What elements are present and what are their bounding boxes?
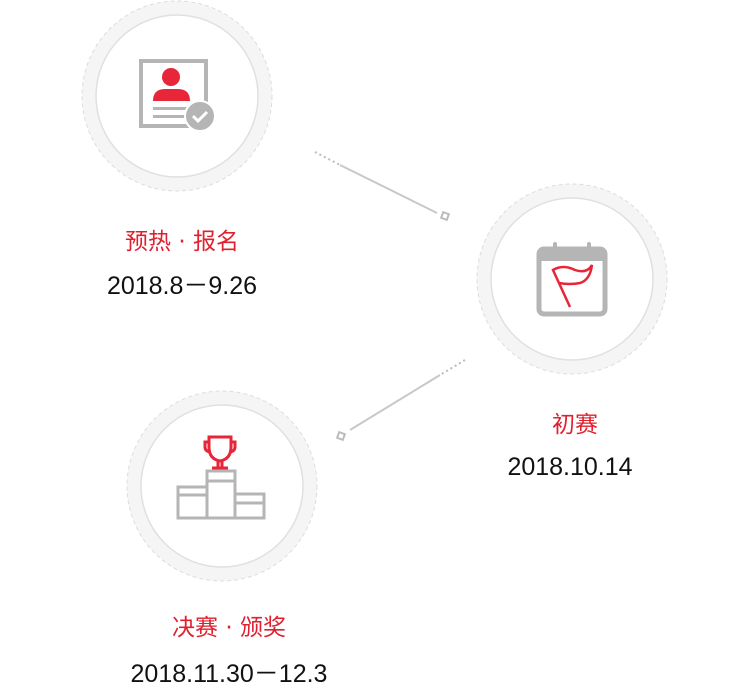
stage-circle-final bbox=[126, 390, 318, 582]
stage-date-final: 2018.11.30－12.3 bbox=[130, 660, 328, 688]
stage-circle-preliminary bbox=[476, 183, 668, 375]
connector-2 bbox=[335, 359, 466, 442]
trophy-podium-icon bbox=[176, 435, 266, 520]
connector-1 bbox=[314, 151, 451, 222]
stage-circle-registration bbox=[81, 0, 273, 192]
registration-card-check-icon bbox=[139, 59, 216, 132]
stage-title-preliminary: 初赛 bbox=[552, 412, 598, 438]
calendar-flag-icon bbox=[536, 242, 608, 317]
stage-date-registration: 2018.8－9.26 bbox=[106, 272, 258, 300]
stage-title-registration: 预热 · 报名 bbox=[125, 229, 239, 255]
stage-title-final: 决赛 · 颁奖 bbox=[172, 615, 286, 641]
stage-date-preliminary: 2018.10.14 bbox=[507, 453, 633, 481]
